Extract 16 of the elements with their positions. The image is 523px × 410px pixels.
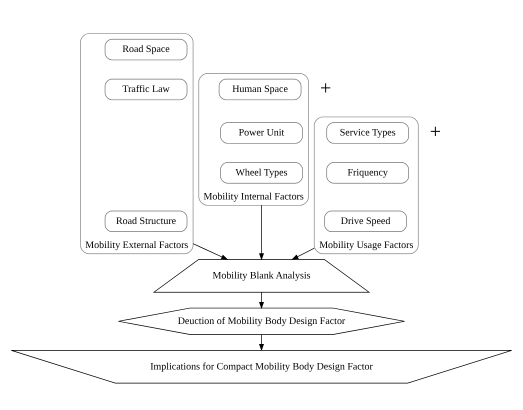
label: + xyxy=(320,76,332,99)
label: + xyxy=(430,120,442,142)
arrow xyxy=(192,242,228,260)
arrow xyxy=(259,292,264,309)
arrow xyxy=(259,334,264,351)
node-box: Power Unit xyxy=(220,122,303,144)
node-box: Drive Speed xyxy=(324,210,407,232)
node-box: Wheel Types xyxy=(220,162,303,184)
arrow xyxy=(291,247,315,260)
node-box: Human Space xyxy=(218,78,302,100)
node-box: Road Structure xyxy=(104,210,188,232)
node-box: Service Types xyxy=(326,122,410,144)
node-box: Road Space xyxy=(104,38,188,60)
node-box: Friquency xyxy=(326,162,410,184)
arrow xyxy=(259,204,264,260)
node-box: Traffic Law xyxy=(104,78,188,100)
